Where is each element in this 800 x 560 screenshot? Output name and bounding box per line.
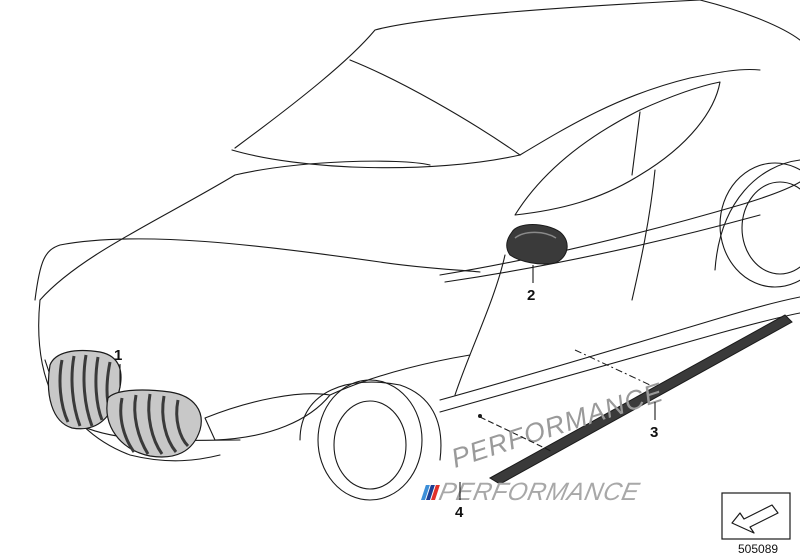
m-badge [421, 485, 440, 500]
sill-trim-strip [488, 314, 793, 485]
window-pillar [631, 111, 641, 176]
mirror-cap-shape [506, 224, 568, 265]
callout-3: 3 [650, 424, 658, 441]
callout-4: 4 [455, 504, 464, 521]
front-wheel-inner [333, 400, 407, 490]
front-wheel [317, 379, 423, 501]
callouts: 1 2 3 4 [114, 265, 658, 521]
door-front-line [454, 254, 506, 396]
m-performance-decal: PERFORMANCE PERFORMANCE [421, 377, 667, 506]
fender-crease [329, 354, 471, 396]
sill-trim [488, 314, 793, 485]
grille-left-bars [58, 354, 112, 427]
beltline [439, 181, 800, 276]
sill-trim-dashline [574, 349, 651, 386]
windshield-lower [231, 149, 521, 169]
side-window [514, 81, 721, 216]
kidney-grille [47, 349, 202, 458]
rocker-lower [439, 312, 800, 413]
front-wheel-arch [299, 381, 442, 461]
diagram-ref-number: 505089 [738, 542, 778, 556]
m-stripe-dark-blue [426, 485, 435, 500]
badge-text: PERFORMANCE [436, 478, 642, 506]
reference-symbol: 505089 [721, 492, 791, 556]
a-pillar [519, 68, 761, 156]
callout-1: 1 [114, 347, 122, 364]
rear-wheel-arch [714, 159, 800, 271]
mirror-cap [506, 224, 568, 265]
rear-wheel [719, 162, 800, 288]
rocker-upper [439, 296, 800, 401]
m-stripe-red [431, 485, 440, 500]
mirror-cap-highlight [514, 231, 557, 239]
roof-right [699, 0, 800, 41]
leader-4-decal [479, 416, 554, 453]
hood-edge [39, 160, 431, 301]
windshield-side [349, 59, 521, 156]
car-outline [34, 0, 800, 501]
m-stripe-light-blue [421, 485, 430, 500]
belt-lower [444, 214, 761, 283]
reference-arrow-icon [731, 504, 779, 534]
side-decal-text: PERFORMANCE [448, 377, 667, 474]
bonnet-line [34, 238, 481, 301]
headlight [204, 393, 331, 441]
door-rear-line [631, 169, 656, 301]
callout-2: 2 [527, 287, 535, 304]
rear-wheel-inner [741, 181, 800, 275]
grille-right-bars [119, 393, 190, 455]
leader-4-dot [478, 414, 482, 418]
roof-line [234, 0, 701, 149]
